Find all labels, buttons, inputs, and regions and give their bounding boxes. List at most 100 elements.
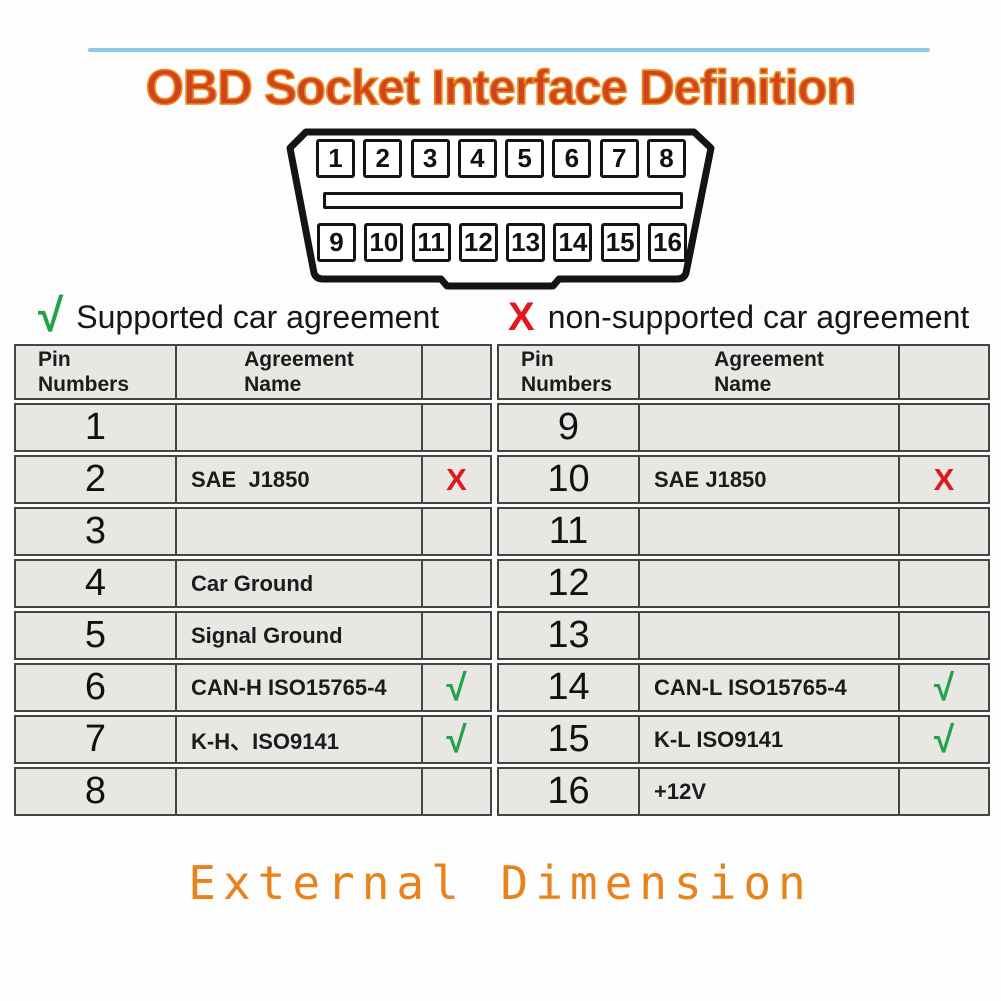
pin-number: 15 <box>497 715 640 764</box>
connector-pin-15: 15 <box>600 223 640 262</box>
connector-center-slot <box>323 192 683 209</box>
pin-number: 5 <box>14 611 177 660</box>
pin-table-left: Pin Numbers Agreement Name 1 2 SAE J1850… <box>14 341 492 819</box>
connector-pin-6: 6 <box>552 139 592 178</box>
table-row-pin-14: 14 CAN-L ISO15765-4 √ <box>497 663 990 712</box>
pin-number: 12 <box>497 559 640 608</box>
check-mark-cell: √ <box>900 715 990 764</box>
agreement-name <box>640 403 900 452</box>
pin-number: 7 <box>14 715 177 764</box>
table-row-pin-4: 4 Car Ground <box>14 559 492 608</box>
pin-number: 1 <box>14 403 177 452</box>
pin-number: 14 <box>497 663 640 712</box>
pin-table-right: Pin Numbers Agreement Name 9 10 SAE J185… <box>497 341 990 819</box>
connector-pin-3: 3 <box>410 139 450 178</box>
check-mark-cell: √ <box>900 663 990 712</box>
table-row-pin-7: 7 K-H、ISO9141 √ <box>14 715 492 764</box>
mark-cell <box>900 507 990 556</box>
table-row-pin-10: 10 SAE J1850 X <box>497 455 990 504</box>
connector-pin-12: 12 <box>458 223 498 262</box>
pin-numbers-header: Pin Numbers <box>497 344 640 400</box>
legend: √ Supported car agreement X non-supporte… <box>0 292 1001 342</box>
agreement-name-header: Agreement Name <box>640 344 900 400</box>
agreement-name: Signal Ground <box>177 611 423 660</box>
table-row-pin-2: 2 SAE J1850 X <box>14 455 492 504</box>
pin-number: 16 <box>497 767 640 816</box>
connector-pin-10: 10 <box>364 223 404 262</box>
pin-number: 9 <box>497 403 640 452</box>
connector-top-pin-row: 1 2 3 4 5 6 7 8 <box>316 139 686 178</box>
agreement-name: Car Ground <box>177 559 423 608</box>
check-mark-cell: √ <box>423 663 492 712</box>
agreement-name: K-L ISO9141 <box>640 715 900 764</box>
connector-pin-8: 8 <box>646 139 686 178</box>
agreement-name <box>177 507 423 556</box>
connector-pin-1: 1 <box>316 139 355 178</box>
table-row-pin-9: 9 <box>497 403 990 452</box>
table-row-pin-3: 3 <box>14 507 492 556</box>
agreement-name <box>640 559 900 608</box>
pin-number: 4 <box>14 559 177 608</box>
pin-number: 10 <box>497 455 640 504</box>
agreement-name: +12V <box>640 767 900 816</box>
page-title: OBD Socket Interface Definition <box>145 60 857 116</box>
connector-pin-16: 16 <box>647 223 687 262</box>
cross-mark-cell: X <box>423 455 492 504</box>
legend-supported-label: Supported car agreement <box>76 298 440 335</box>
cross-icon: X <box>508 295 535 339</box>
agreement-name-header: Agreement Name <box>177 344 423 400</box>
pin-number: 8 <box>14 767 177 816</box>
table-row-pin-12: 12 <box>497 559 990 608</box>
legend-non-supported-label: non-supported car agreement <box>547 298 970 335</box>
agreement-name: CAN-H ISO15765-4 <box>177 663 423 712</box>
pin-number: 2 <box>14 455 177 504</box>
table-header-row: Pin Numbers Agreement Name <box>497 344 990 400</box>
mark-cell <box>900 611 990 660</box>
check-mark-cell: √ <box>423 715 492 764</box>
table-row-pin-5: 5 Signal Ground <box>14 611 492 660</box>
agreement-name: K-H、ISO9141 <box>177 715 423 764</box>
agreement-name <box>640 507 900 556</box>
agreement-name: SAE J1850 <box>177 455 423 504</box>
table-header-row: Pin Numbers Agreement Name <box>14 344 492 400</box>
table-row-pin-11: 11 <box>497 507 990 556</box>
mark-header <box>900 344 990 400</box>
agreement-name <box>177 767 423 816</box>
legend-supported: √ Supported car agreement <box>38 292 439 342</box>
agreement-name <box>177 403 423 452</box>
table-row-pin-16: 16 +12V <box>497 767 990 816</box>
connector-pin-11: 11 <box>411 223 451 262</box>
pin-number: 13 <box>497 611 640 660</box>
agreement-name <box>640 611 900 660</box>
mark-cell <box>423 559 492 608</box>
connector-pin-7: 7 <box>599 139 639 178</box>
connector-pin-4: 4 <box>457 139 497 178</box>
mark-cell <box>900 403 990 452</box>
connector-pin-9: 9 <box>317 223 356 262</box>
mark-cell <box>900 559 990 608</box>
connector-pin-13: 13 <box>506 223 546 262</box>
external-dimension-heading: External Dimension <box>188 856 813 910</box>
table-row-pin-15: 15 K-L ISO9141 √ <box>497 715 990 764</box>
mark-cell <box>900 767 990 816</box>
pin-number: 11 <box>497 507 640 556</box>
obd-connector-diagram: 1 2 3 4 5 6 7 8 9 10 11 12 13 14 15 16 <box>280 126 720 294</box>
legend-non-supported: X non-supported car agreement <box>508 292 969 342</box>
connector-pin-2: 2 <box>363 139 403 178</box>
table-row-pin-6: 6 CAN-H ISO15765-4 √ <box>14 663 492 712</box>
agreement-name: SAE J1850 <box>640 455 900 504</box>
pin-number: 3 <box>14 507 177 556</box>
mark-cell <box>423 611 492 660</box>
cross-mark-cell: X <box>900 455 990 504</box>
top-divider-line <box>88 48 930 52</box>
connector-pin-5: 5 <box>505 139 545 178</box>
table-row-pin-13: 13 <box>497 611 990 660</box>
table-row-pin-1: 1 <box>14 403 492 452</box>
table-row-pin-8: 8 <box>14 767 492 816</box>
check-icon: √ <box>38 289 64 341</box>
mark-header <box>423 344 492 400</box>
connector-bottom-pin-row: 9 10 11 12 13 14 15 16 <box>317 223 687 262</box>
connector-pin-14: 14 <box>553 223 593 262</box>
pin-number: 6 <box>14 663 177 712</box>
